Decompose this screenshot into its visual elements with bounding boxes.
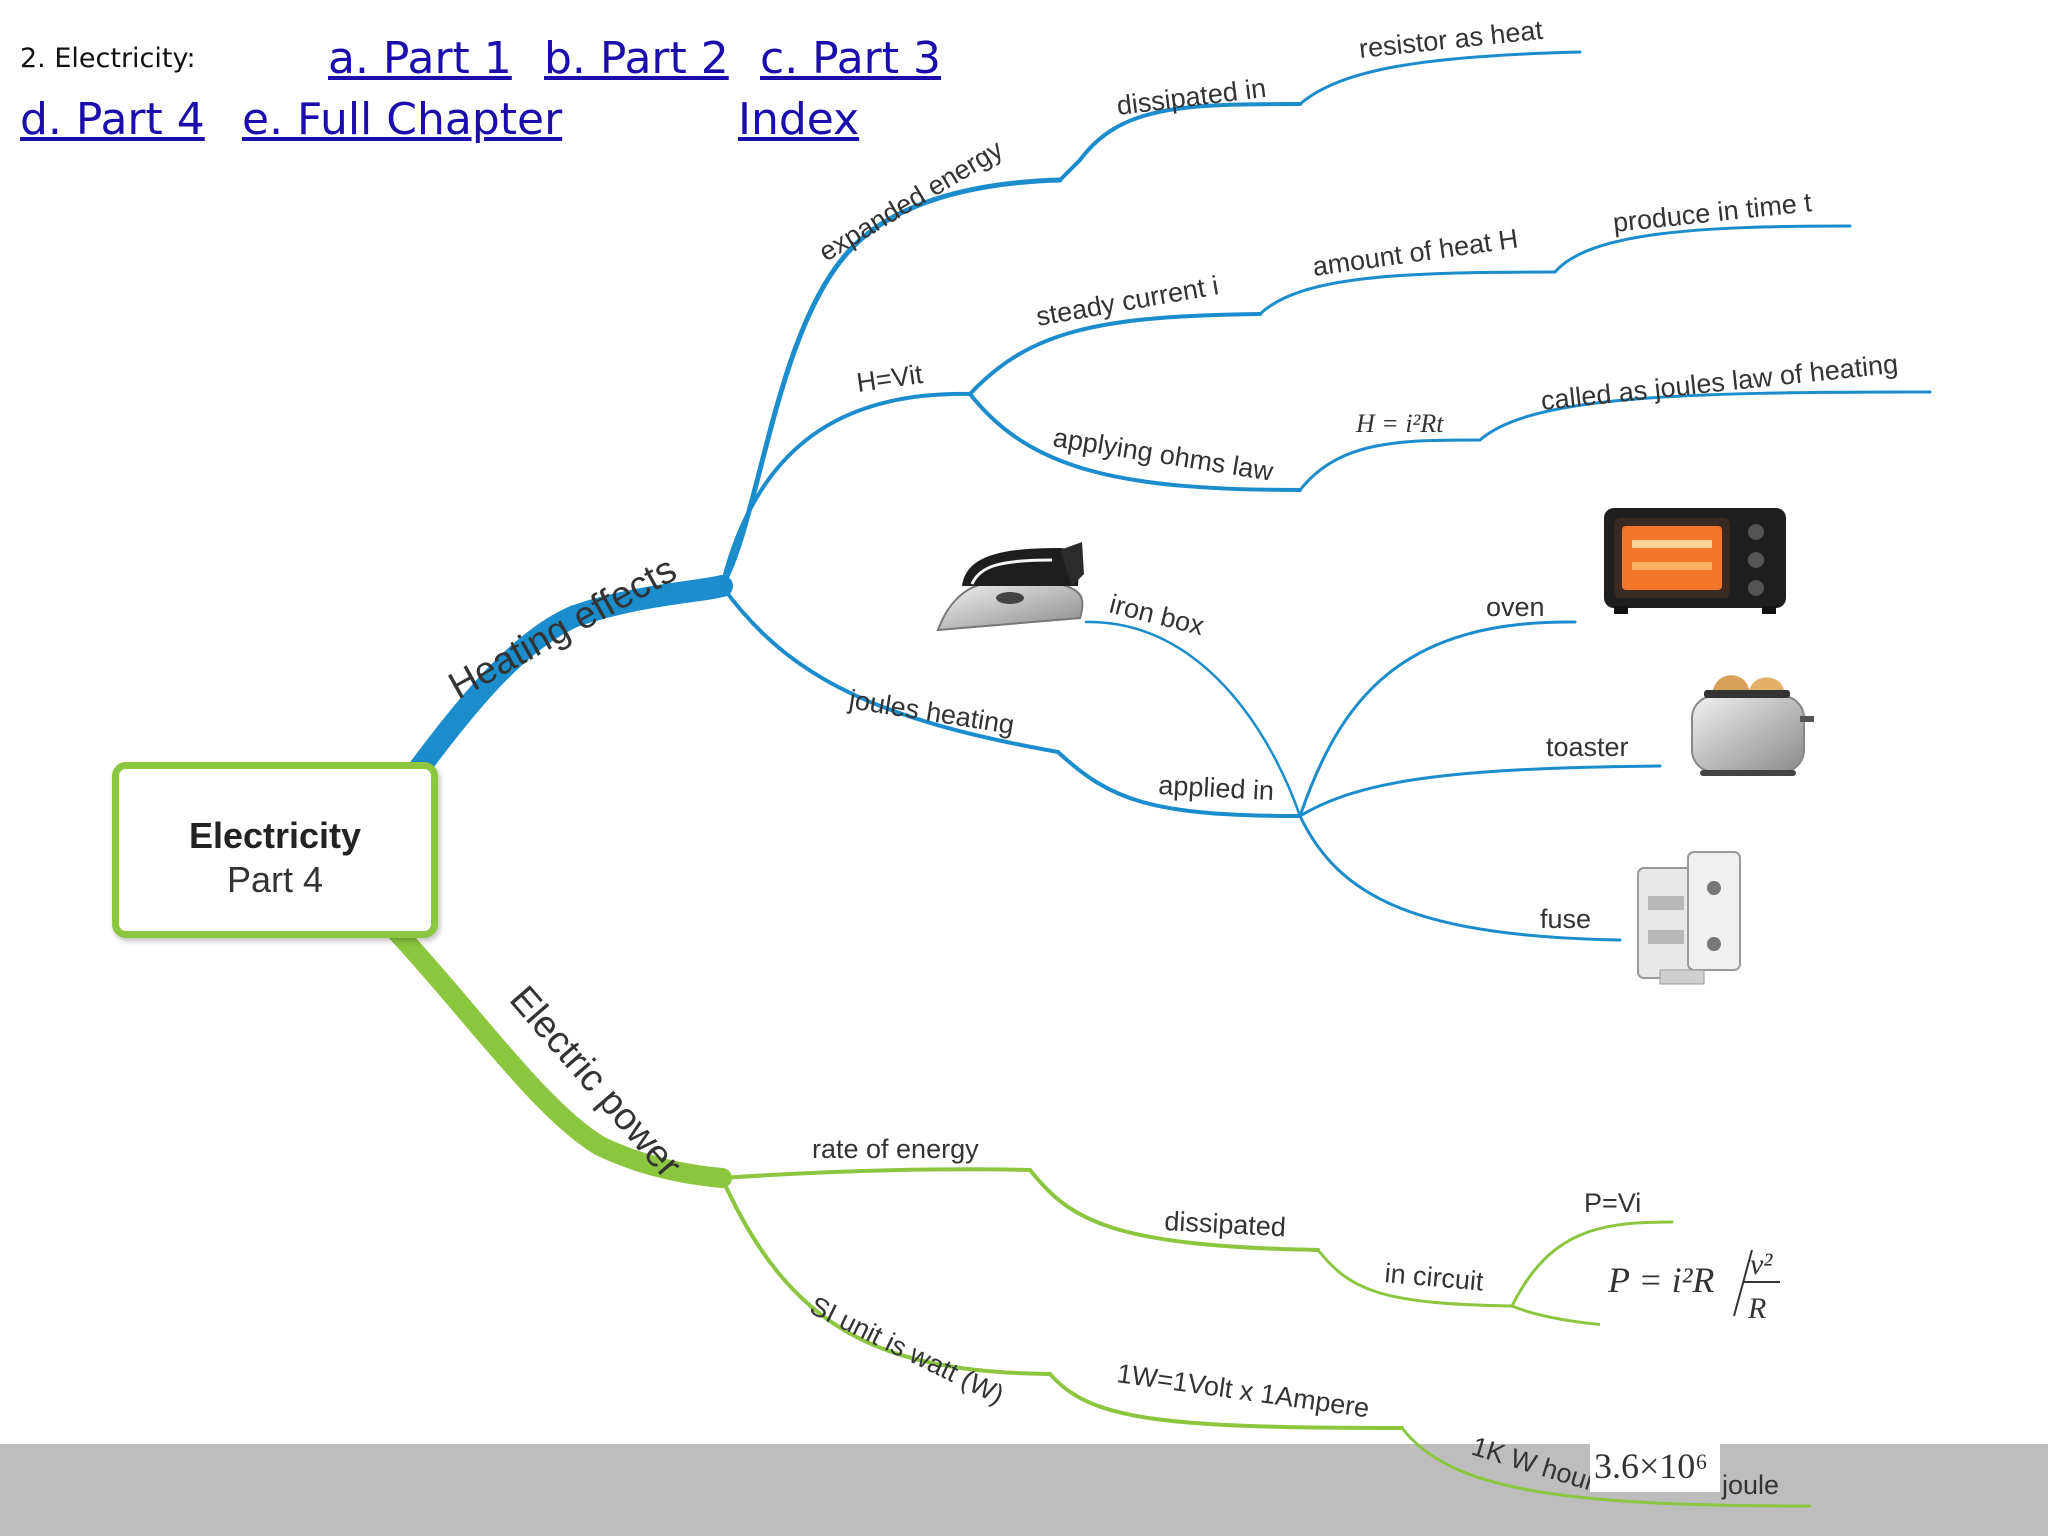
resistor-as-heat-label: resistor as heat bbox=[1357, 15, 1544, 64]
link-index[interactable]: Index bbox=[738, 94, 860, 145]
power-formula-main: P = i²R bbox=[1607, 1260, 1714, 1300]
in-circuit-label: in circuit bbox=[1383, 1258, 1485, 1297]
p-vi-label: P=Vi bbox=[1584, 1188, 1641, 1218]
joules-law-label: called as joules law of heating bbox=[1539, 349, 1899, 416]
iron-box-image bbox=[936, 542, 1084, 632]
power-formula-denominator: R bbox=[1747, 1292, 1766, 1325]
nav-prefix: 2. Electricity: bbox=[20, 43, 196, 74]
kwh-value-box bbox=[1590, 1442, 1720, 1492]
central-subtitle: Part 4 bbox=[226, 859, 324, 900]
applying-ohms-law-label: applying ohms law bbox=[1051, 422, 1276, 486]
si-unit-label: SI unit is watt (W) bbox=[805, 1290, 1008, 1410]
link-part-3[interactable]: c. Part 3 bbox=[760, 33, 942, 84]
fuse-image bbox=[1637, 851, 1741, 985]
applied-in-label: applied in bbox=[1158, 770, 1275, 806]
heating-branch-lines bbox=[407, 50, 1932, 942]
joule-label: joule bbox=[1721, 1470, 1779, 1500]
heating-effects-label: Heating effects bbox=[442, 549, 683, 708]
toaster-image bbox=[1691, 675, 1814, 776]
heat-formula: H = i²Rt bbox=[1355, 409, 1444, 438]
power-formula: P = i²R v² R bbox=[1600, 1236, 1790, 1332]
oven-image bbox=[1604, 508, 1786, 614]
oven-label: oven bbox=[1486, 592, 1545, 622]
rate-of-energy-label: rate of energy bbox=[812, 1134, 979, 1164]
link-part-4[interactable]: d. Part 4 bbox=[20, 94, 205, 145]
link-full-chapter[interactable]: e. Full Chapter bbox=[242, 94, 563, 145]
fuse-label: fuse bbox=[1540, 904, 1591, 934]
hvit-label: H=Vit bbox=[855, 359, 925, 398]
dissipated-label: dissipated bbox=[1164, 1206, 1287, 1242]
link-part-2[interactable]: b. Part 2 bbox=[544, 33, 729, 84]
joules-heating-label: joules heating bbox=[846, 684, 1016, 740]
toaster-label: toaster bbox=[1546, 732, 1629, 762]
expanded-energy-label: expanded energy bbox=[814, 134, 1009, 267]
power-branch-lines bbox=[385, 920, 1812, 1508]
link-part-1[interactable]: a. Part 1 bbox=[328, 33, 512, 84]
central-title: Electricity bbox=[188, 815, 362, 856]
iron-box-label: iron box bbox=[1107, 589, 1208, 641]
dissipated-in-label: dissipated in bbox=[1115, 73, 1268, 121]
central-topic[interactable]: Electricity Part 4 bbox=[112, 762, 438, 938]
kwh-value: 3.6×10⁶ bbox=[1594, 1446, 1708, 1486]
one-watt-label: 1W=1Volt x 1Ampere bbox=[1115, 1358, 1371, 1423]
power-formula-numerator: v² bbox=[1750, 1248, 1773, 1281]
